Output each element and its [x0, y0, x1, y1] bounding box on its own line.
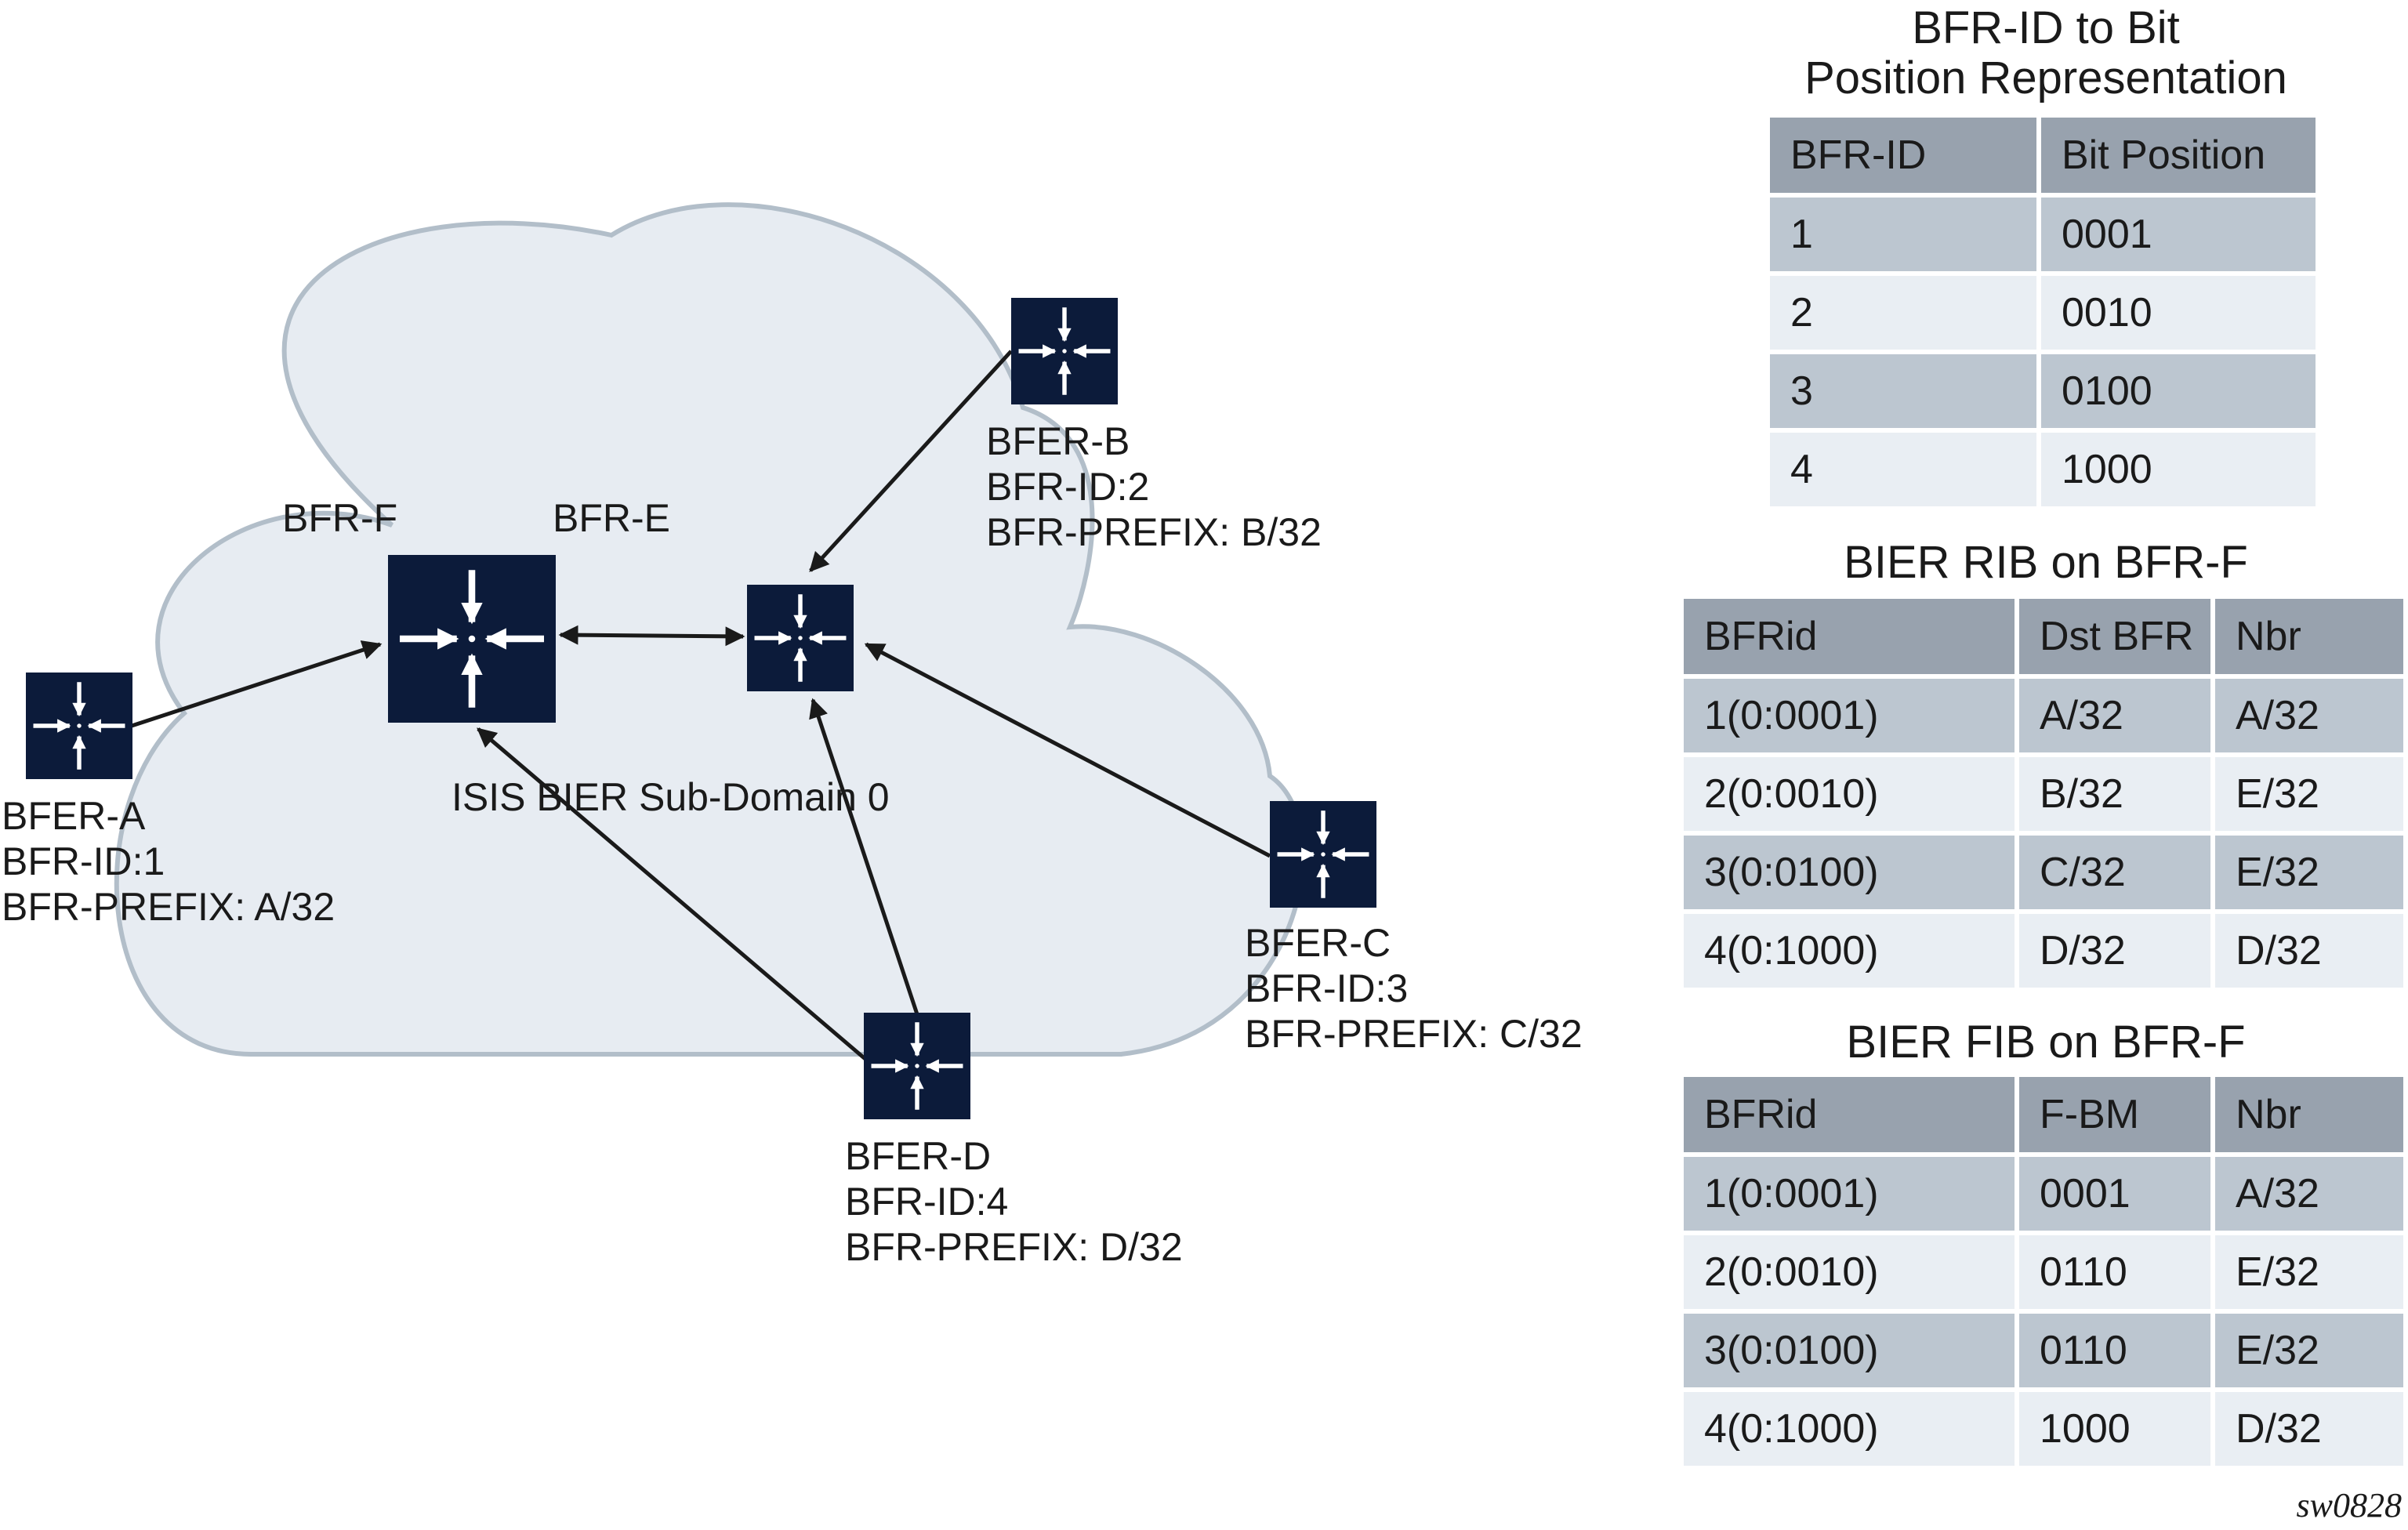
table-cell: 0110	[2019, 1235, 2210, 1309]
router-bfr-id: BFR-ID:3	[1245, 966, 1409, 1010]
table-cell: 1	[1770, 198, 2036, 271]
table-cell: 3	[1770, 354, 2036, 428]
label-bfr-f: BFR-F	[282, 496, 398, 540]
header-cell: Nbr	[2215, 1077, 2403, 1152]
table-cell: 1(0:0001)	[1684, 679, 2015, 752]
router-prefix: BFR-PREFIX: C/32	[1245, 1012, 1583, 1056]
router-name: BFER-B	[986, 419, 1130, 463]
link-b-to-e	[809, 350, 1013, 572]
table-cell: E/32	[2215, 1314, 2403, 1387]
table-cell: 4	[1770, 433, 2036, 506]
table-cell: B/32	[2019, 757, 2210, 831]
table-cell: D/32	[2215, 1392, 2403, 1466]
header-cell: F-BM	[2019, 1077, 2210, 1152]
table-header-row: BFRid F-BM Nbr	[1684, 1077, 2403, 1152]
router-bfr-id: BFR-ID:2	[986, 465, 1150, 509]
bitpos-title-line2: Position Representation	[1804, 53, 2287, 103]
table-row: 1 0001	[1770, 198, 2316, 271]
table-cell: E/32	[2215, 1235, 2403, 1309]
table-cell: D/32	[2215, 914, 2403, 988]
router-icon	[864, 1013, 970, 1119]
table-cell: 4(0:1000)	[1684, 1392, 2015, 1466]
table-cell: D/32	[2019, 914, 2210, 988]
table-cell: E/32	[2215, 836, 2403, 909]
link-c-to-e	[864, 642, 1271, 858]
links	[131, 350, 1271, 1066]
table-cell: C/32	[2019, 836, 2210, 909]
table-cell: 4(0:1000)	[1684, 914, 2015, 988]
router-icon	[388, 555, 556, 723]
label-bfer-d: BFER-D BFR-ID:4 BFR-PREFIX: D/32	[845, 1133, 1183, 1270]
router-prefix: BFR-PREFIX: B/32	[986, 510, 1322, 554]
bitpos-table: BFR-ID Bit Position 1 0001 2 0010 3 0100…	[1770, 118, 2316, 509]
table-header-row: BFR-ID Bit Position	[1770, 118, 2316, 193]
rib-table: BFRid Dst BFR Nbr 1(0:0001) A/32 A/32 2(…	[1684, 599, 2403, 988]
router-bfr-id: BFR-ID:1	[2, 839, 165, 883]
link-f-e	[558, 625, 745, 647]
router-name: BFER-D	[845, 1134, 992, 1178]
table-cell: 1(0:0001)	[1684, 1157, 2015, 1231]
domain-label: ISIS BIER Sub-Domain 0	[452, 775, 890, 819]
figure-id: sw0828	[2296, 1486, 2402, 1525]
link-d-to-f	[477, 727, 873, 1066]
router-icon	[26, 673, 132, 779]
header-cell: Nbr	[2215, 599, 2403, 674]
table-row: 2(0:0010) 0110 E/32	[1684, 1235, 2403, 1309]
header-cell: BFRid	[1684, 599, 2015, 674]
table-cell: 3(0:0100)	[1684, 836, 2015, 909]
label-bfer-b: BFER-B BFR-ID:2 BFR-PREFIX: B/32	[986, 419, 1322, 555]
header-cell: BFRid	[1684, 1077, 2015, 1152]
router-bfr-id: BFR-ID:4	[845, 1180, 1009, 1224]
table-row: 2 0010	[1770, 276, 2316, 350]
table-row: 3 0100	[1770, 354, 2316, 428]
table-row: 1(0:0001) A/32 A/32	[1684, 679, 2403, 752]
label-bfer-a: BFER-A BFR-ID:1 BFR-PREFIX: A/32	[2, 793, 335, 930]
table-cell: 2	[1770, 276, 2036, 350]
bitpos-table-title: BFR-ID to Bit Position Representation	[1772, 3, 2320, 103]
label-bfer-c: BFER-C BFR-ID:3 BFR-PREFIX: C/32	[1245, 920, 1583, 1057]
bitpos-title-line1: BFR-ID to Bit	[1912, 2, 2180, 53]
table-cell: 0110	[2019, 1314, 2210, 1387]
table-cell: 0001	[2041, 198, 2316, 271]
link-a-to-f	[131, 640, 383, 728]
table-cell: 0100	[2041, 354, 2316, 428]
table-cell: E/32	[2215, 757, 2403, 831]
table-row: 4 1000	[1770, 433, 2316, 506]
table-row: 4(0:1000) 1000 D/32	[1684, 1392, 2403, 1466]
table-row: 1(0:0001) 0001 A/32	[1684, 1157, 2403, 1231]
header-cell: Bit Position	[2041, 118, 2316, 193]
router-icon	[1011, 298, 1118, 404]
table-cell: A/32	[2215, 1157, 2403, 1231]
fib-table: BFRid F-BM Nbr 1(0:0001) 0001 A/32 2(0:0…	[1684, 1077, 2403, 1466]
table-cell: 1000	[2041, 433, 2316, 506]
table-row: 3(0:0100) 0110 E/32	[1684, 1314, 2403, 1387]
link-d-to-e	[809, 698, 921, 1020]
table-cell: 2(0:0010)	[1684, 1235, 2015, 1309]
table-row: 2(0:0010) B/32 E/32	[1684, 757, 2403, 831]
table-cell: 3(0:0100)	[1684, 1314, 2015, 1387]
router-name: BFER-A	[2, 794, 146, 838]
router-prefix: BFR-PREFIX: D/32	[845, 1225, 1183, 1269]
table-cell: 1000	[2019, 1392, 2210, 1466]
table-cell: 2(0:0010)	[1684, 757, 2015, 831]
table-row: 3(0:0100) C/32 E/32	[1684, 836, 2403, 909]
router-prefix: BFR-PREFIX: A/32	[2, 885, 335, 929]
header-cell: BFR-ID	[1770, 118, 2036, 193]
rib-table-title: BIER RIB on BFR-F	[1844, 537, 2248, 588]
table-row: 4(0:1000) D/32 D/32	[1684, 914, 2403, 988]
table-cell: 0001	[2019, 1157, 2210, 1231]
router-icon	[747, 585, 854, 691]
label-bfr-e: BFR-E	[553, 496, 670, 540]
table-cell: 0010	[2041, 276, 2316, 350]
router-icon	[1270, 801, 1376, 908]
table-header-row: BFRid Dst BFR Nbr	[1684, 599, 2403, 674]
table-cell: A/32	[2019, 679, 2210, 752]
table-cell: A/32	[2215, 679, 2403, 752]
router-name: BFER-C	[1245, 921, 1391, 965]
header-cell: Dst BFR	[2019, 599, 2210, 674]
fib-table-title: BIER FIB on BFR-F	[1846, 1017, 2246, 1068]
